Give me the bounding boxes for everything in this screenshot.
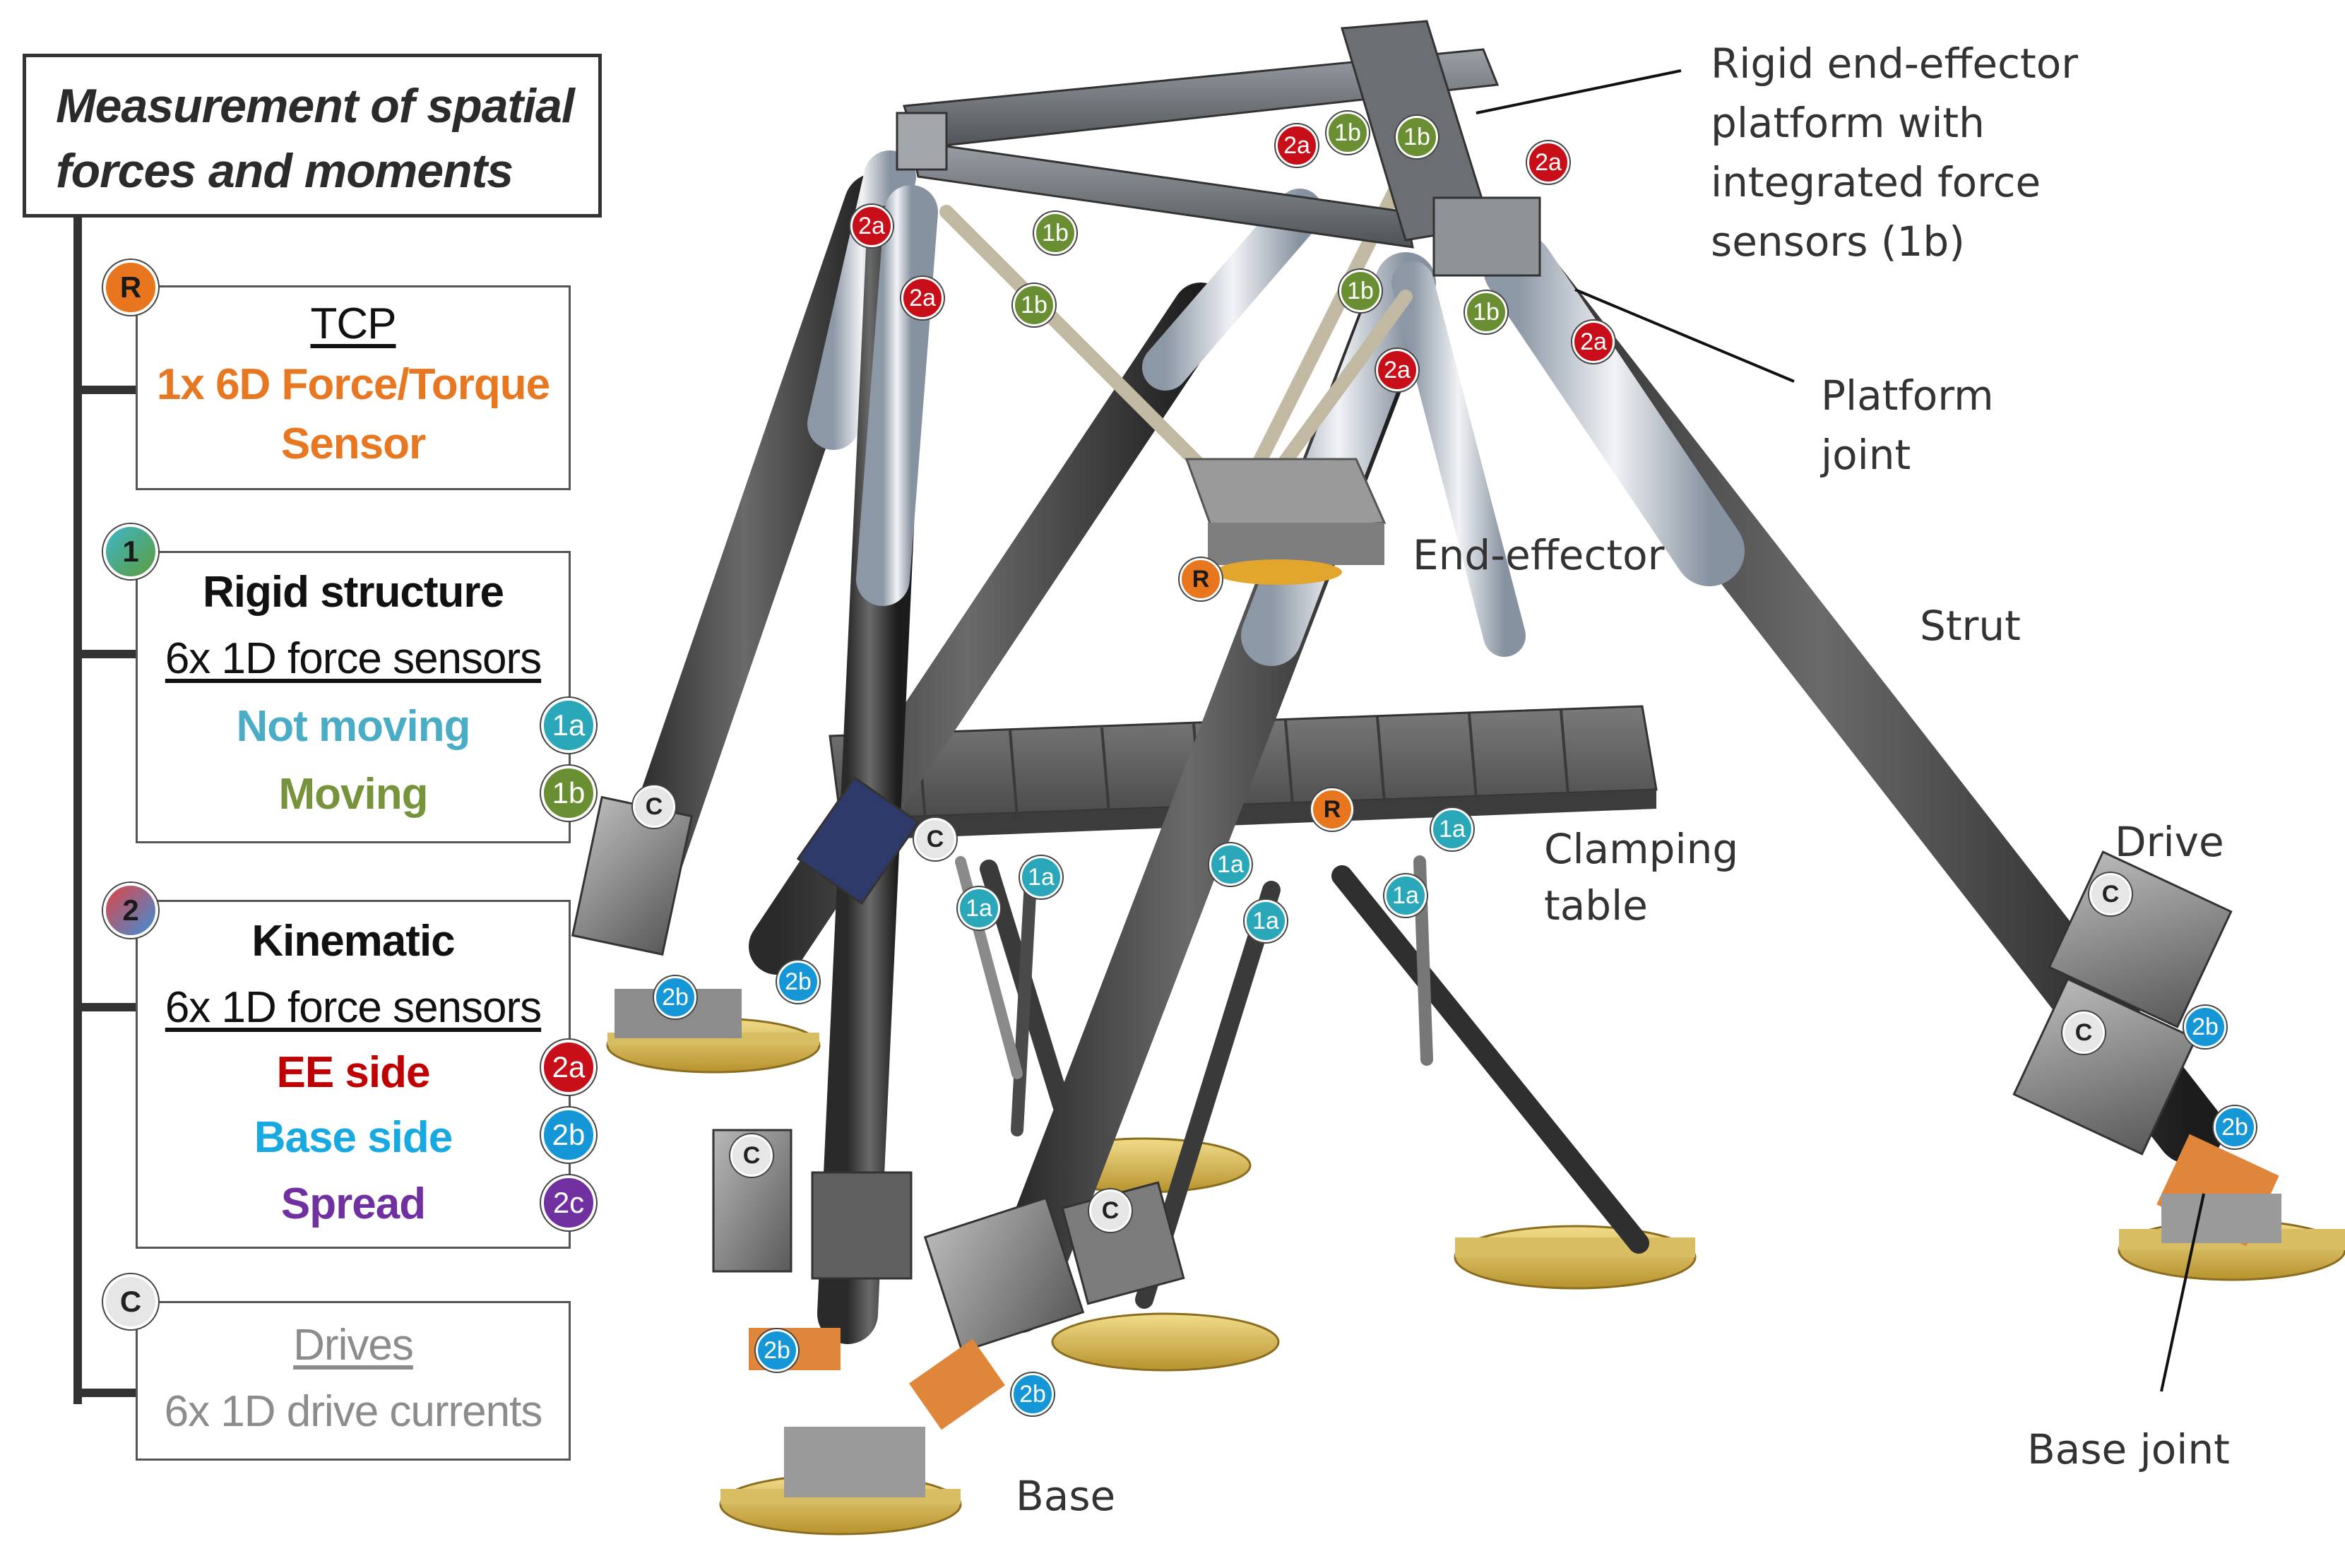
legend-title-box: Measurement of spatial forces and moment…: [23, 54, 602, 218]
tcp-line-2: Sensor: [280, 420, 426, 468]
drives-line-1: 6x 1D drive currents: [164, 1387, 543, 1436]
label-rigid-platform-3: integrated force: [1711, 158, 2041, 206]
marker-1a: 1a: [1384, 874, 1427, 917]
kinematic-item-ee-side: EE side: [276, 1048, 431, 1097]
marker-1a: 1a: [1020, 856, 1062, 898]
legend-badge-c: C: [103, 1274, 158, 1329]
base-joints: [615, 989, 2281, 1497]
legend-box-kinematic: Kinematic 6x 1D force sensors EE side Ba…: [136, 900, 571, 1249]
legend-tree-trunk: [73, 218, 82, 1404]
marker-1b: 1b: [1013, 284, 1055, 326]
rigid-item-moving: Moving: [278, 770, 429, 819]
marker-r: R: [1180, 558, 1222, 600]
marker-2a: 2a: [1572, 321, 1615, 363]
label-rigid-platform-1: Rigid end-effector: [1711, 40, 2079, 88]
legend-box-rigid: Rigid structure 6x 1D force sensors Not …: [136, 551, 571, 843]
marker-2b: 2b: [2214, 1106, 2256, 1148]
top-frame: [896, 20, 1541, 277]
legend-badge-2a: 2a: [541, 1040, 596, 1095]
legend-branch: [73, 386, 137, 394]
legend-badge-2c: 2c: [541, 1175, 596, 1230]
base-plate: [1051, 1312, 1280, 1372]
marker-2b: 2b: [777, 961, 819, 1003]
legend-branch: [73, 1389, 137, 1397]
marker-1a: 1a: [1209, 843, 1252, 886]
marker-1a: 1a: [1431, 808, 1473, 850]
legend-branch: [73, 1003, 137, 1011]
label-rigid-platform-4: sensors (1b): [1711, 218, 1965, 266]
legend-badge-1a: 1a: [541, 698, 596, 753]
marker-r: R: [1311, 788, 1353, 831]
table-struts: [955, 855, 1649, 1309]
marker-c: C: [2089, 873, 2132, 915]
marker-1b: 1b: [1034, 212, 1076, 254]
marker-2b: 2b: [756, 1329, 798, 1372]
leader-lines: [1476, 69, 2205, 1392]
legend-title-line-2: forces and moments: [56, 144, 513, 198]
kinematic-item-base-side: Base side: [254, 1113, 453, 1162]
marker-2b: 2b: [1011, 1373, 1054, 1415]
marker-1b: 1b: [1396, 116, 1438, 158]
label-end-effector: End-effector: [1413, 531, 1665, 579]
kinematic-heading: Kinematic: [251, 917, 455, 966]
label-base-joint: Base joint: [2027, 1425, 2230, 1473]
marker-2a: 2a: [901, 277, 944, 319]
tcp-line-1: 1x 6D Force/Torque: [156, 360, 550, 409]
legend-box-drives: Drives 6x 1D drive currents: [136, 1301, 571, 1461]
marker-c: C: [633, 785, 675, 828]
label-base: Base: [1016, 1472, 1116, 1520]
kinematic-item-spread: Spread: [280, 1180, 426, 1228]
legend-badge-1b: 1b: [541, 766, 596, 821]
legend-badge-2: 2: [103, 883, 158, 938]
rigid-item-not-moving: Not moving: [236, 702, 471, 751]
legend-badge-r: R: [103, 260, 158, 315]
marker-1b: 1b: [1339, 270, 1382, 312]
label-rigid-platform-2: platform with: [1711, 99, 1985, 147]
drives-heading: Drives: [293, 1321, 414, 1370]
marker-c: C: [1089, 1189, 1132, 1232]
legend-box-tcp: TCP 1x 6D Force/Torque Sensor: [136, 285, 571, 490]
label-platform-joint-2: joint: [1821, 431, 1911, 479]
rigid-subheading: 6x 1D force sensors: [165, 634, 542, 683]
legend-badge-1: 1: [103, 524, 158, 579]
legend-title-line-1: Measurement of spatial: [56, 79, 575, 133]
legend-badge-2b: 2b: [541, 1107, 596, 1163]
marker-1b: 1b: [1465, 291, 1507, 333]
label-clamping-2: table: [1544, 881, 1648, 929]
marker-1a: 1a: [958, 887, 1000, 929]
marker-1a: 1a: [1245, 900, 1287, 942]
rigid-heading: Rigid structure: [203, 568, 504, 617]
rigid-rods: [939, 148, 1420, 487]
marker-2a: 2a: [850, 205, 893, 247]
marker-2a: 2a: [1527, 141, 1569, 184]
marker-2a: 2a: [1376, 349, 1418, 391]
marker-2b: 2b: [654, 976, 696, 1018]
marker-c: C: [730, 1134, 773, 1177]
tcp-heading: TCP: [310, 299, 397, 348]
end-effector-block: [1185, 458, 1387, 585]
label-drive: Drive: [2115, 818, 2224, 866]
label-strut: Strut: [1920, 602, 2021, 650]
label-platform-joint-1: Platform: [1821, 372, 1994, 420]
label-clamping-1: Clamping: [1544, 825, 1739, 873]
marker-c: C: [914, 818, 956, 860]
marker-1b: 1b: [1326, 112, 1369, 154]
kinematic-subheading: 6x 1D force sensors: [165, 983, 542, 1032]
marker-2b: 2b: [2184, 1006, 2226, 1048]
marker-2a: 2a: [1276, 124, 1318, 167]
legend-branch: [73, 650, 137, 658]
marker-c: C: [2062, 1011, 2105, 1054]
